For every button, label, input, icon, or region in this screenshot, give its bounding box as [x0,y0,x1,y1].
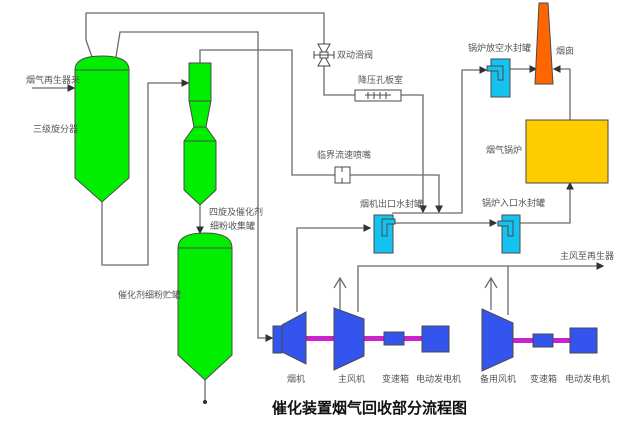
pipe-slide-valve-to-orifice [323,66,355,96]
vent-arrow-standby [484,276,498,289]
label-third-stage-separator: 三级旋分器 [33,123,78,135]
pipe-main-header [392,66,488,214]
labels: 烟气再生器来 三级旋分器 四旋及催化剂 细粉收集罐 催化剂细粉贮罐 双动滑阀 降… [26,42,614,417]
machinery-train-standby [481,308,598,372]
label-gearbox-1: 变速箱 [382,373,409,385]
pipes [32,12,605,405]
third-stage-separator[interactable] [74,55,130,203]
pipe-orifice-to-header [401,94,427,214]
boiler-inlet-water-seal[interactable] [497,214,521,254]
waste-heat-boiler[interactable] [525,119,609,184]
catalyst-fines-storage-tank[interactable] [177,232,233,381]
pipe-fss-to-nozzle [199,49,335,176]
label-double-slide-valve: 双动滑阀 [337,50,373,61]
label-main-blower: 主风机 [338,373,365,385]
label-pressure-reducing-orifice: 降压孔板室 [358,74,403,86]
pipe-tss-to-slide-valve [85,12,325,58]
standby-blower[interactable] [481,308,514,372]
machinery-train-main [272,307,450,371]
gearbox-1[interactable] [383,331,405,346]
pressure-reducing-orifice-chamber[interactable] [354,89,402,102]
shaft-blower-gearbox [364,336,384,341]
main-blower[interactable] [333,307,365,371]
chimney[interactable] [534,2,554,85]
fourth-stage-separator[interactable] [183,62,217,206]
boiler-vent-water-seal[interactable] [486,58,511,98]
label-motor-generator-2: 电动发电机 [565,373,610,385]
double-slide-valve[interactable] [313,43,335,67]
pipe-nozzle-to-header [350,174,443,214]
label-expander: 烟机 [287,373,305,385]
shaft-gearbox-motor [404,336,422,341]
label-main-air-to-regenerator: 主风至再生器 [560,250,614,262]
label-standby-blower: 备用风机 [480,373,516,385]
pipe-boiler-seal-to-boiler [520,181,574,224]
motor-generator-2[interactable] [569,327,598,354]
label-critical-flow-nozzle: 临界流速喷嘴 [317,149,371,161]
label-catalyst-fines-tank: 催化剂细粉贮罐 [118,289,181,301]
shaft-standby-gearbox [513,338,533,343]
label-fourth-stage-separator-2: 细粉收集罐 [210,220,255,232]
critical-flow-nozzle[interactable] [334,166,351,184]
motor-generator-1[interactable] [421,325,450,353]
label-gearbox-2: 变速箱 [530,373,557,385]
label-expander-outlet-seal: 烟机出口水封罐 [360,198,423,210]
expander[interactable] [281,311,307,365]
expander-outlet-water-seal[interactable] [373,214,396,254]
pipe-main-air-to-regenerator [357,262,605,312]
label-chimney: 烟囱 [556,45,574,57]
pipe-tss-bottom-to-fss [101,79,190,266]
pipe-expander-to-outlet-seal [296,224,372,312]
label-regenerator-flue-gas: 烟气再生器来 [26,74,80,86]
label-fourth-stage-separator: 四旋及催化剂 [209,206,263,218]
expander-inlet[interactable] [272,325,283,354]
pipe-tss-to-expander [115,31,274,342]
label-boiler-vent-seal: 锅炉放空水封罐 [468,42,531,54]
shaft-expander-blower [306,336,334,341]
pipe-boiler-to-chimney [552,65,571,120]
shaft-gearbox2-motor2 [553,338,570,343]
label-boiler-inlet-seal: 锅炉入口水封罐 [482,197,545,209]
diagram-title: 催化装置烟气回收部分流程图 [272,399,467,417]
label-waste-heat-boiler: 烟气锅炉 [486,144,522,156]
label-motor-generator-1: 电动发电机 [416,373,461,385]
vent-arrow-main [333,276,347,289]
gearbox-2[interactable] [532,333,554,348]
